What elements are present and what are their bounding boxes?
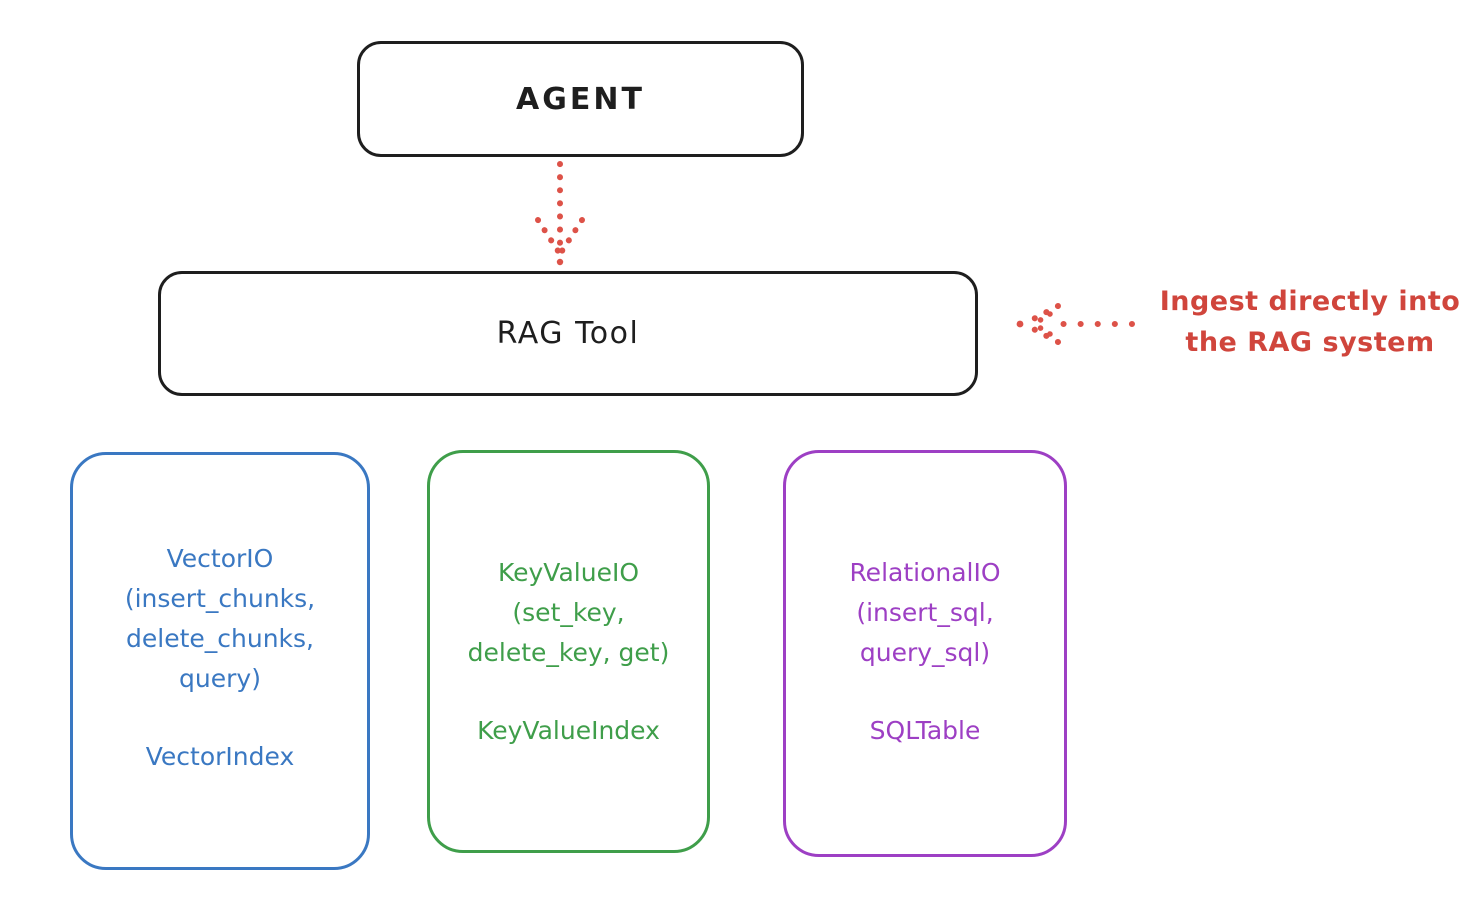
card-line: (set_key, bbox=[512, 598, 625, 627]
key-value-index-label: KeyValueIndex bbox=[477, 716, 660, 745]
ingest-annotation-line2: the RAG system bbox=[1185, 327, 1435, 358]
sql-table-label: SQLTable bbox=[869, 716, 981, 745]
card-line: query) bbox=[179, 664, 261, 693]
relational-io-card: RelationalIO (insert_sql, query_sql) SQL… bbox=[783, 450, 1067, 857]
card-line: RelationalIO bbox=[849, 558, 1001, 587]
ingest-annotation-line1: Ingest directly into bbox=[1159, 286, 1461, 317]
card-line: delete_key, get) bbox=[467, 638, 670, 667]
relational-io-card-body: RelationalIO (insert_sql, query_sql) SQL… bbox=[786, 553, 1064, 751]
ingest-annotation: Ingest directly into the RAG system bbox=[1140, 281, 1480, 363]
agent-node-label: AGENT bbox=[516, 81, 645, 117]
arrow-down-icon bbox=[521, 158, 599, 272]
vector-io-card-body: VectorIO (insert_chunks, delete_chunks, … bbox=[73, 539, 367, 777]
card-line: VectorIO bbox=[166, 544, 274, 573]
card-line: (insert_sql, bbox=[856, 598, 994, 627]
vector-io-card: VectorIO (insert_chunks, delete_chunks, … bbox=[70, 452, 370, 870]
rag-tool-node: RAG Tool bbox=[158, 271, 978, 396]
vector-index-label: VectorIndex bbox=[145, 742, 295, 771]
key-value-io-card: KeyValueIO (set_key, delete_key, get) Ke… bbox=[427, 450, 710, 853]
card-line: delete_chunks, bbox=[126, 624, 314, 653]
card-line: query_sql) bbox=[859, 638, 991, 667]
key-value-io-card-body: KeyValueIO (set_key, delete_key, get) Ke… bbox=[430, 553, 707, 751]
rag-tool-node-label: RAG Tool bbox=[496, 316, 640, 351]
card-line: KeyValueIO bbox=[497, 558, 640, 587]
agent-node: AGENT bbox=[357, 41, 804, 157]
arrow-left-icon bbox=[1010, 294, 1140, 358]
card-line: (insert_chunks, bbox=[124, 584, 316, 613]
